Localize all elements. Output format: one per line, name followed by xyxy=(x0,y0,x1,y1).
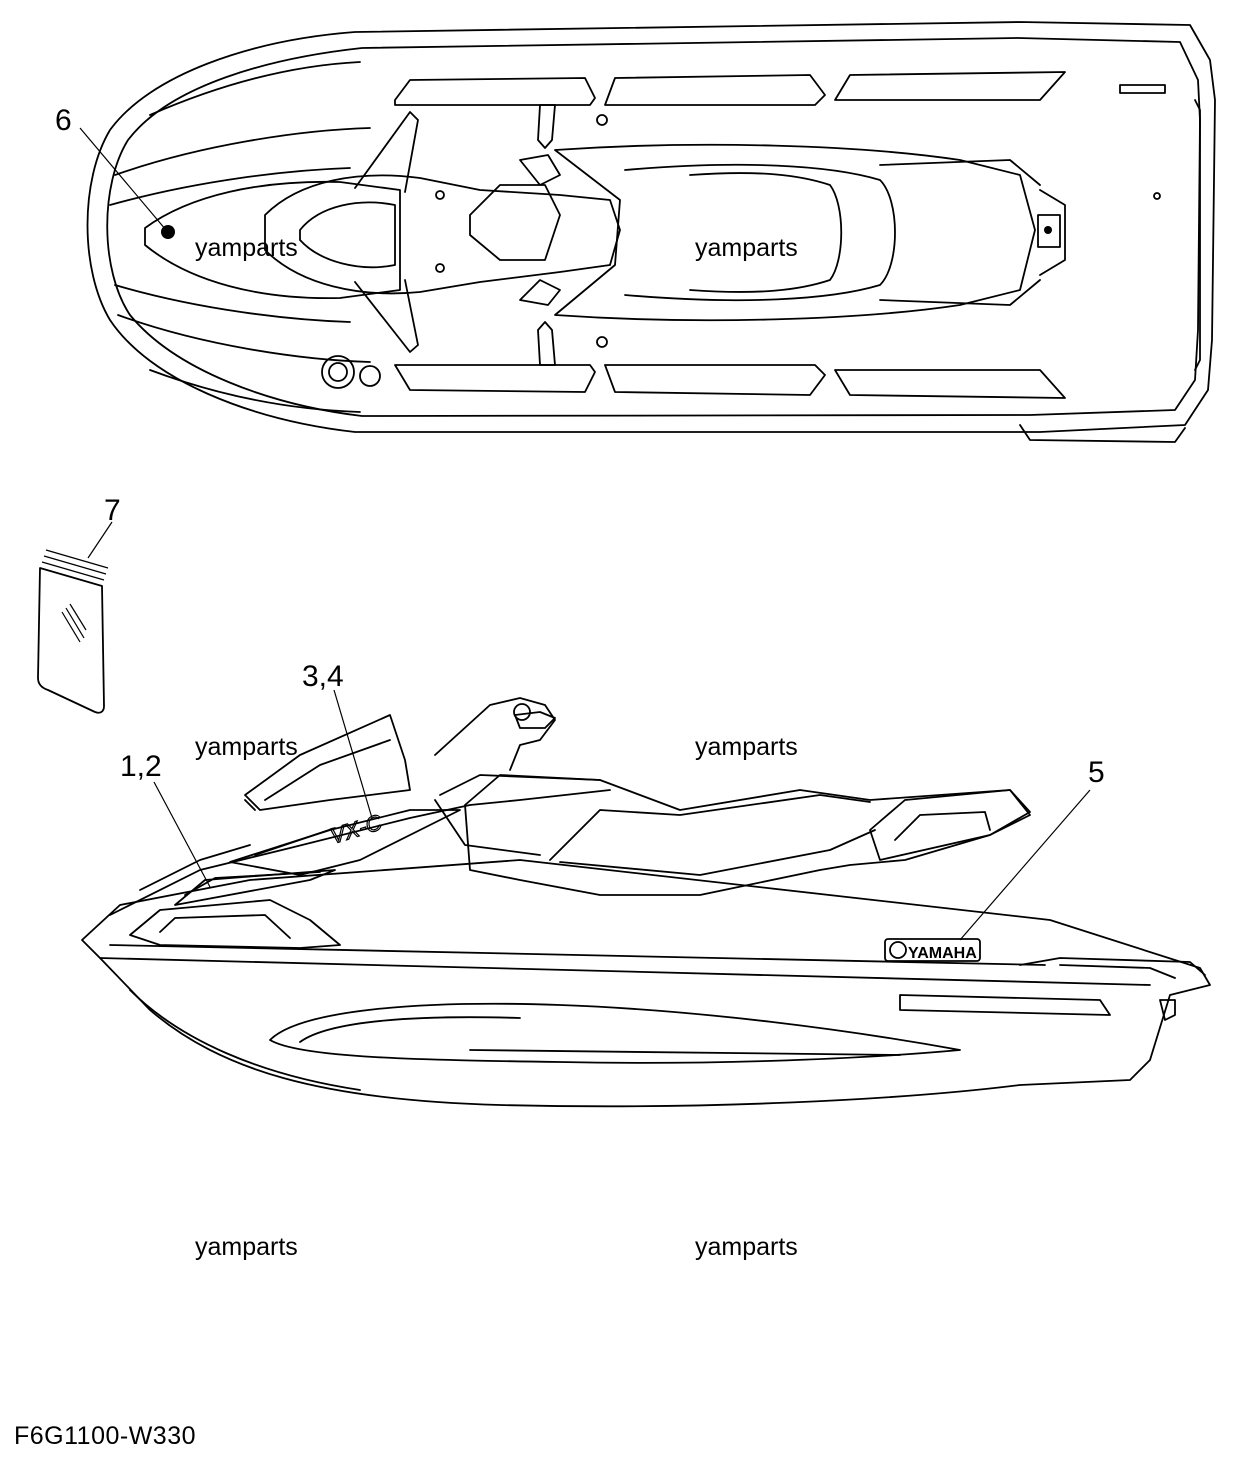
leader-line-1-2 xyxy=(153,781,211,888)
callout-7: 7 xyxy=(104,494,121,527)
watermark: yamparts xyxy=(695,733,798,761)
leader-line-5 xyxy=(959,789,1091,941)
leader-line-6 xyxy=(79,127,167,231)
top-view-watercraft xyxy=(86,21,1216,443)
side-view-watercraft xyxy=(81,697,1211,1108)
callout-3-4: 3,4 xyxy=(302,660,344,693)
yamaha-badge: YAMAHA xyxy=(908,945,977,962)
callout-6: 6 xyxy=(55,104,72,137)
watermark: yamparts xyxy=(195,1233,298,1261)
leader-line-7 xyxy=(87,521,113,559)
leader-line-3-4 xyxy=(333,689,373,819)
callout-1-2: 1,2 xyxy=(120,750,162,783)
decal-sheet xyxy=(37,549,109,714)
watermark: yamparts xyxy=(695,234,798,262)
callout-5: 5 xyxy=(1088,756,1105,789)
watermark: yamparts xyxy=(195,733,298,761)
watermark: yamparts xyxy=(695,1233,798,1261)
watermark: yamparts xyxy=(195,234,298,262)
vx-c-decal: VX-C xyxy=(327,809,385,848)
part-code: F6G1100-W330 xyxy=(14,1422,197,1450)
